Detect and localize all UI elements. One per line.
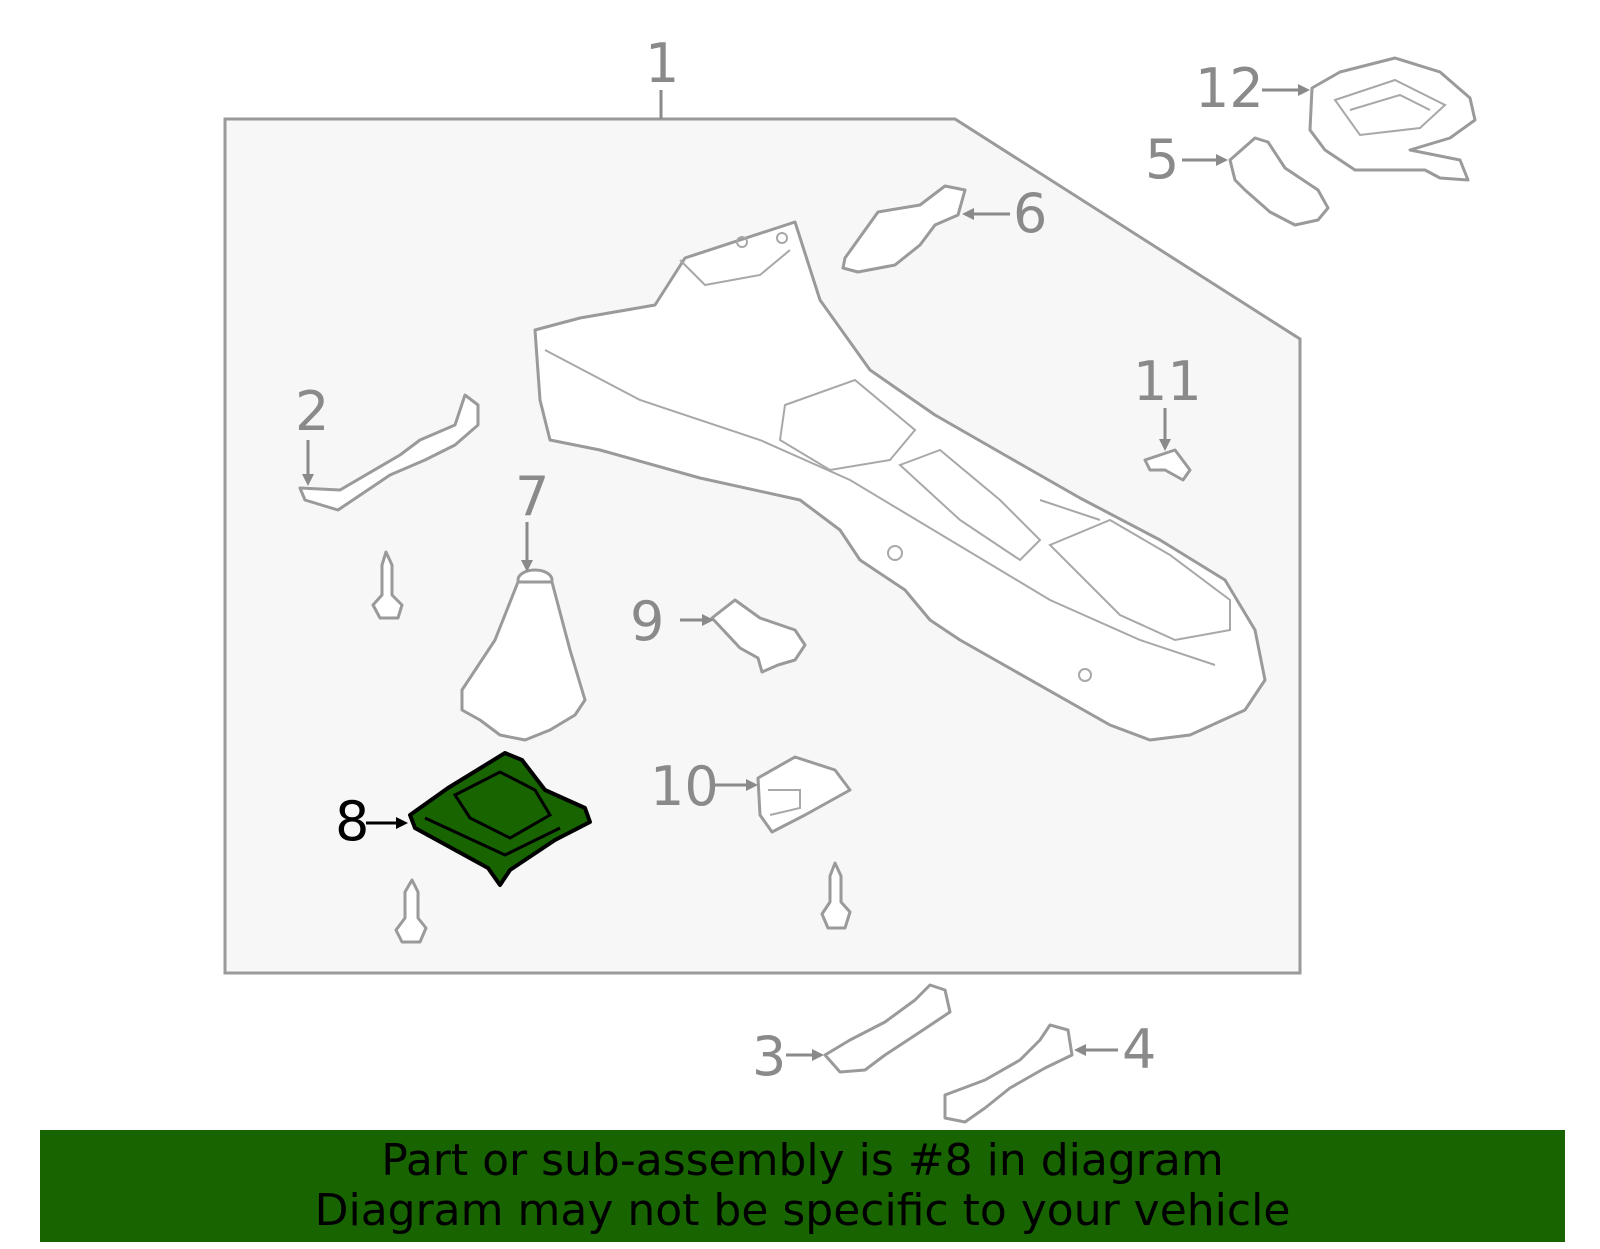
part-5-cover [1228,136,1330,227]
callout-5: 5 [1145,128,1179,191]
part-9-clip [710,598,807,674]
part-2-bracket [298,393,480,512]
callout-6: 6 [1013,182,1047,245]
part-6-trim [841,184,967,274]
callout-10: 10 [650,755,719,818]
part-10-bracket [756,755,852,834]
callout-9: 9 [630,590,664,653]
part-8-shift-bezel [408,751,592,887]
screw-icon [820,861,852,930]
part-4-bracket [943,1023,1074,1124]
part-11-clip [1143,408,1192,482]
callout-2: 2 [295,380,329,443]
callout-1: 1 [645,32,679,95]
banner-line-2: Diagram may not be specific to your vehi… [314,1185,1291,1236]
screw-icon [394,878,428,944]
part-3-bracket [823,983,952,1074]
part-7-shift-boot [460,522,587,742]
callout-4: 4 [1122,1018,1156,1081]
callout-3: 3 [752,1025,786,1088]
callout-11: 11 [1133,350,1202,413]
callout-12: 12 [1195,57,1264,120]
screw-icon [371,550,404,620]
banner-line-1: Part or sub-assembly is #8 in diagram [381,1135,1224,1186]
part-12-panel [1308,56,1477,182]
callout-7: 7 [515,465,549,528]
info-banner: Part or sub-assembly is #8 in diagram Di… [40,1130,1565,1242]
center-console [533,220,1267,742]
callout-8: 8 [335,790,369,853]
